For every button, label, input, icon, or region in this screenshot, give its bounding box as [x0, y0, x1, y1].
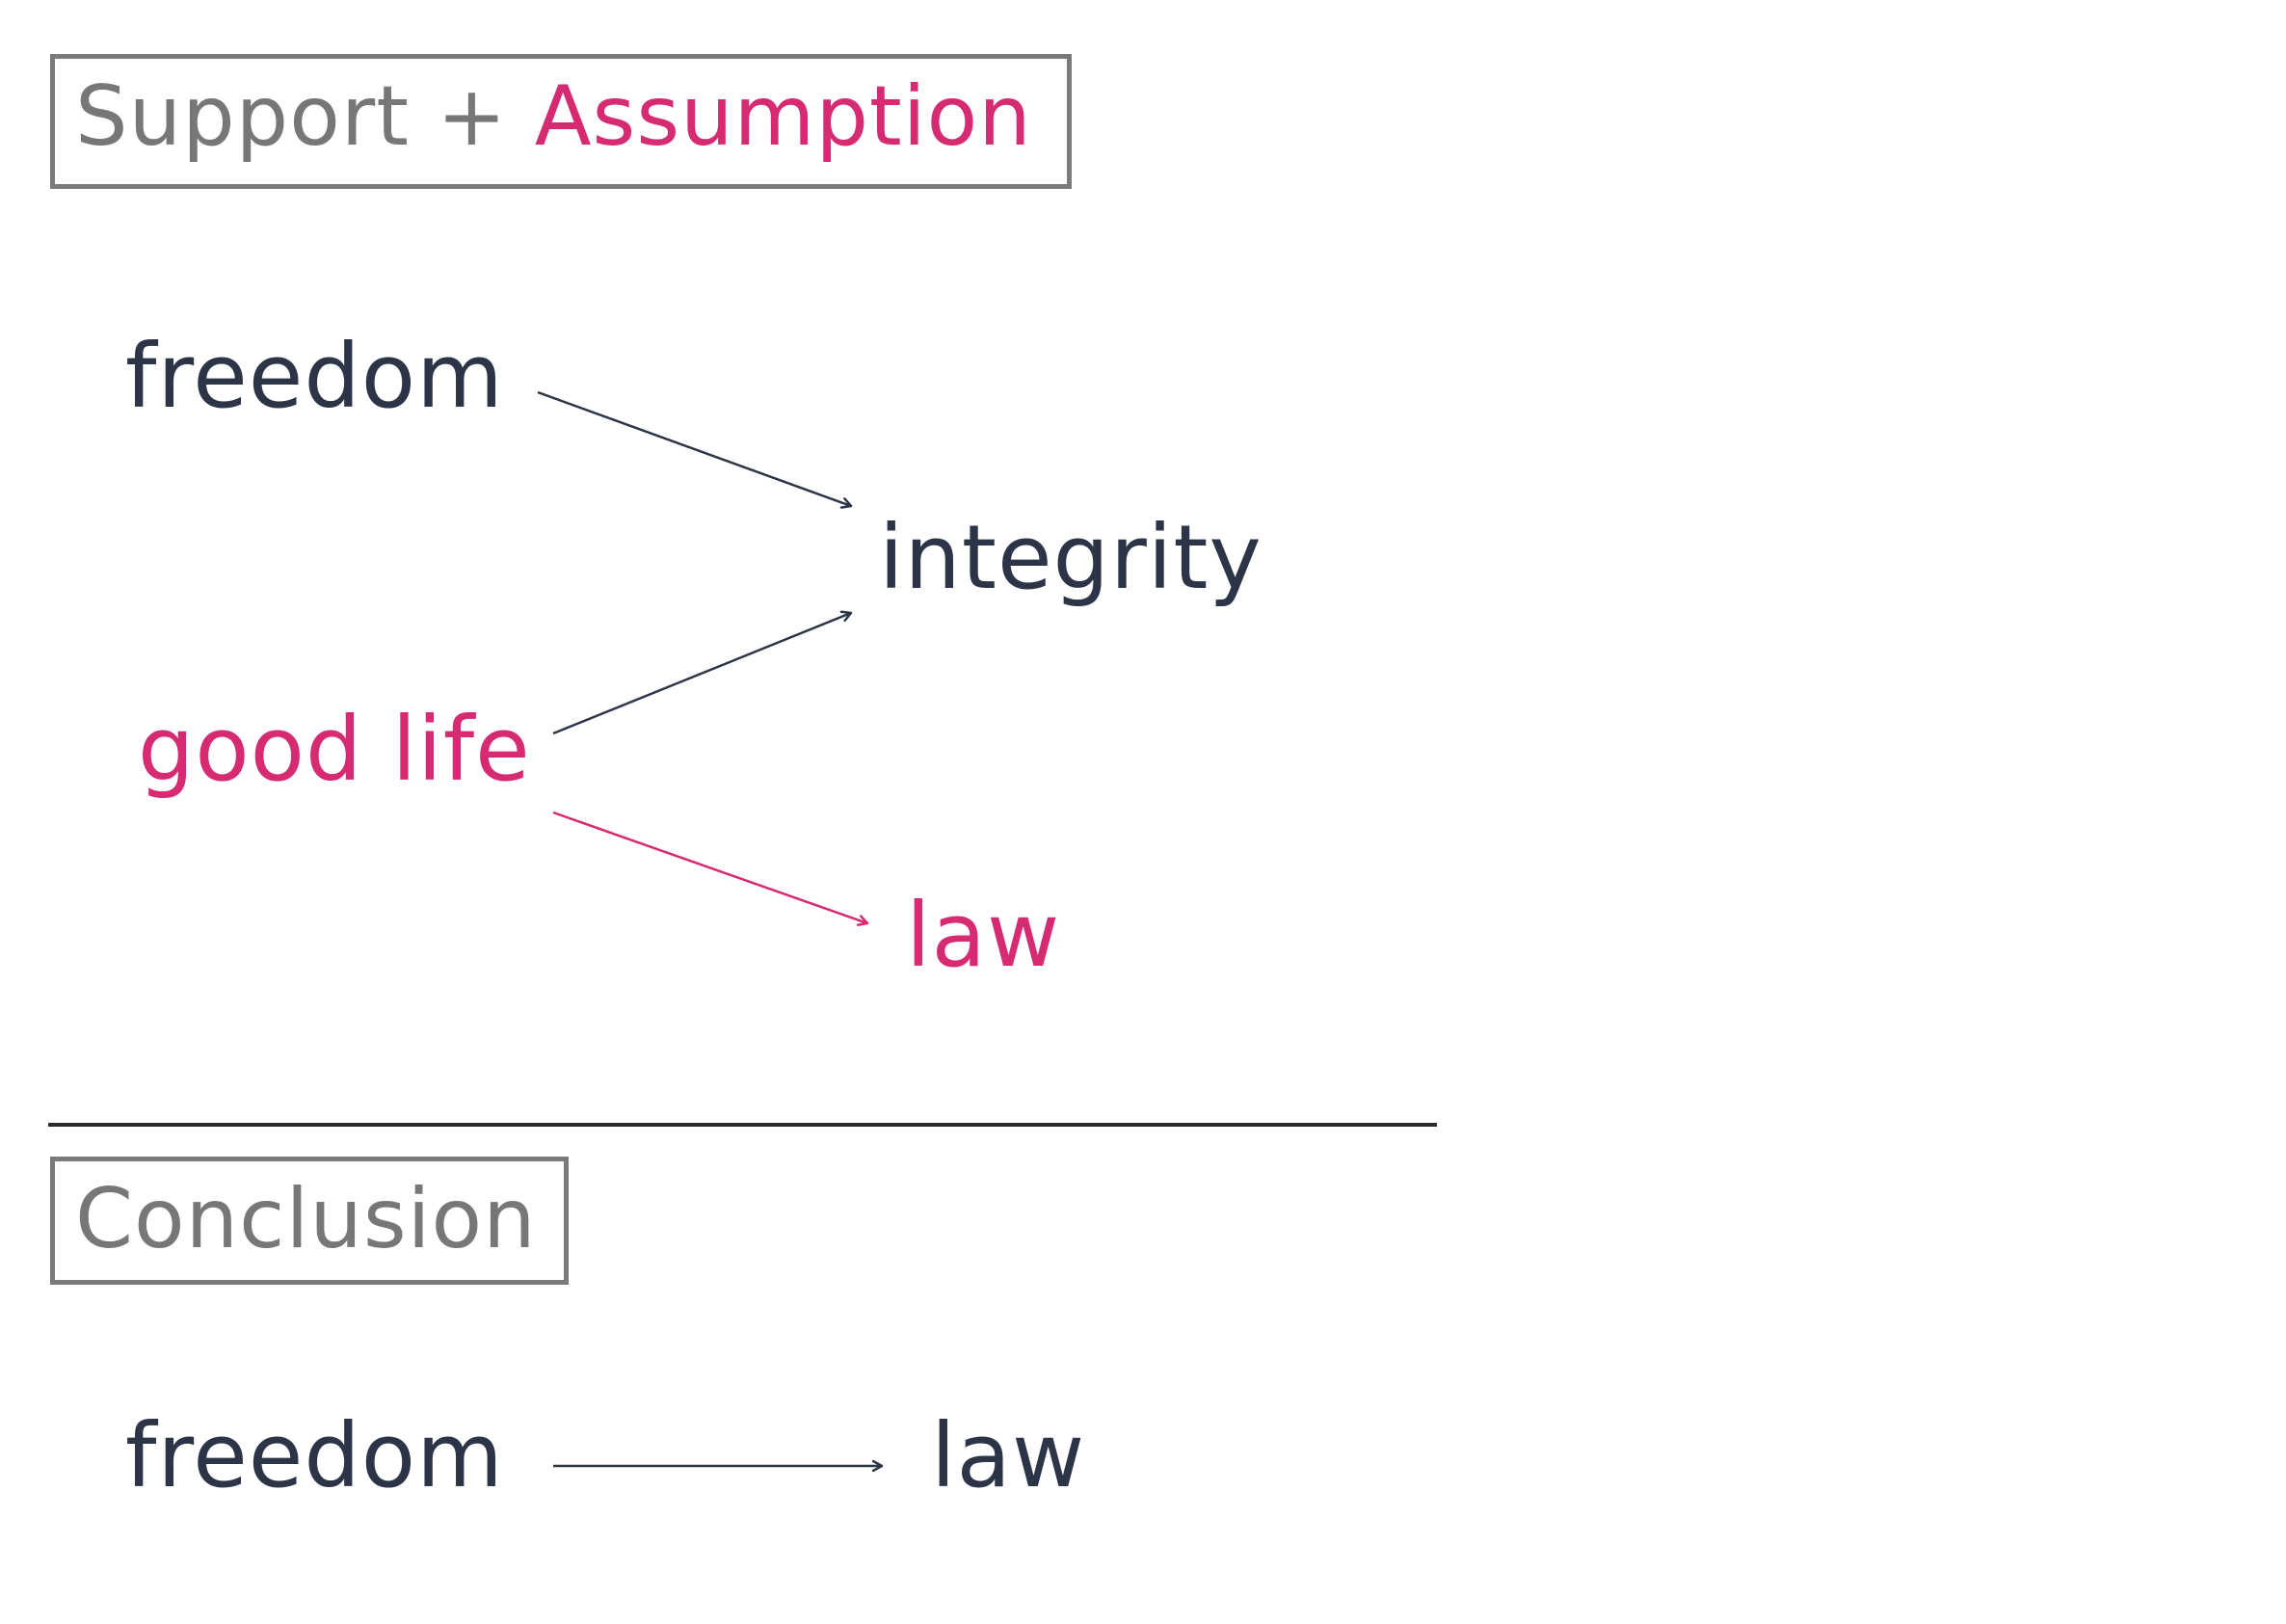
term-law: law — [906, 884, 1061, 987]
conclusion-header: Conclusion — [75, 1171, 537, 1267]
arrow-freedom-to-integrity — [537, 390, 851, 506]
plus-sign: + — [437, 68, 508, 165]
conclusion-term-law: law — [931, 1404, 1086, 1507]
term-integrity: integrity — [879, 506, 1263, 609]
support-assumption-header: Support + Assumption — [75, 75, 1032, 158]
conclusion-header-box — [50, 1157, 569, 1285]
term-good-life: good life — [138, 698, 531, 801]
conclusion-term-freedom: freedom — [125, 1404, 504, 1507]
arrow-good-life-to-integrity — [552, 613, 851, 735]
assumption-label: Assumption — [534, 68, 1032, 165]
arrow-good-life-to-law — [552, 811, 867, 923]
support-label: Support — [75, 68, 410, 165]
term-freedom: freedom — [125, 325, 504, 428]
support-assumption-header-box — [50, 54, 1072, 189]
